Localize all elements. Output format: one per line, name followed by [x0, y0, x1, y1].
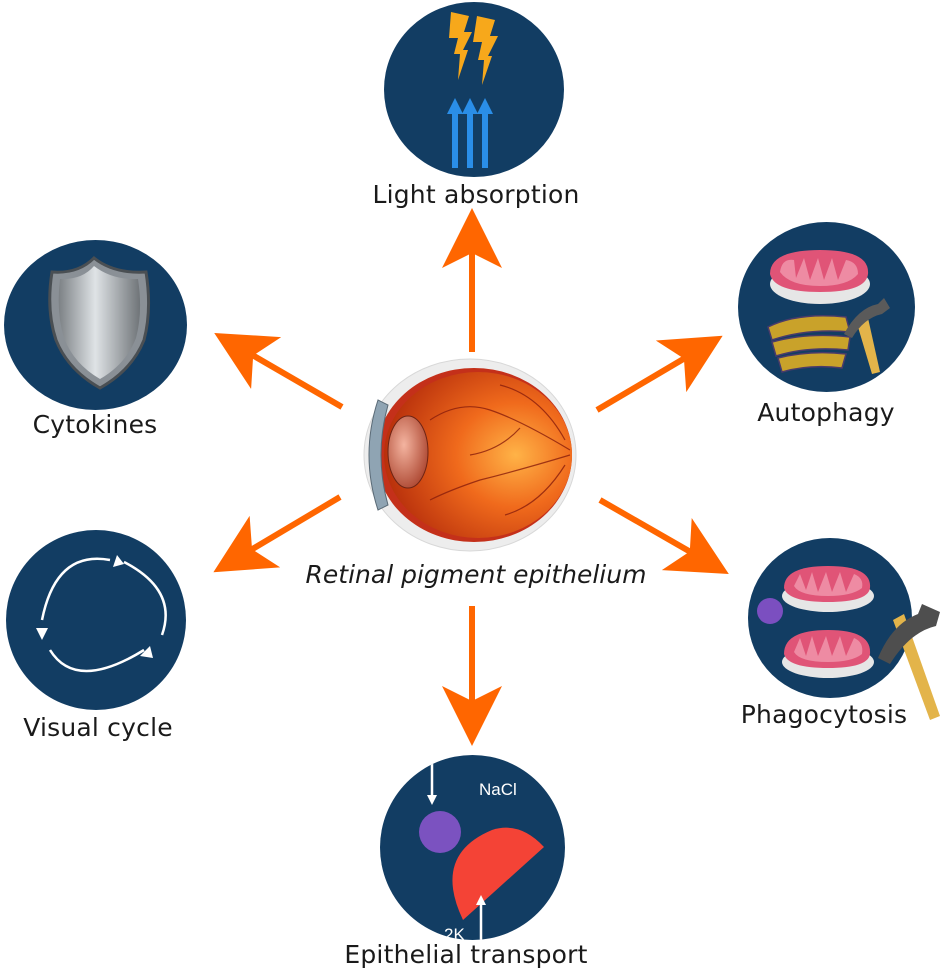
- light-absorption-label: Light absorption: [372, 180, 580, 209]
- visual-cycle-label: Visual cycle: [23, 713, 173, 742]
- arrow-to-autophagy: [595, 335, 723, 413]
- 2k-label: 2K: [444, 925, 465, 940]
- autophagy-label: Autophagy: [757, 398, 895, 427]
- visual-cycle-circle: [6, 530, 186, 710]
- arrow-to-visual-cycle: [213, 494, 342, 573]
- epithelial-transport-label: Epithelial transport: [344, 940, 588, 969]
- cytokines-label: Cytokines: [32, 410, 158, 439]
- mitochondria-golgi-hammer-icon: [767, 250, 890, 374]
- nacl-label: NaCl: [479, 780, 517, 799]
- phagocytosis-circle: [748, 538, 912, 698]
- mitochondria-hammer-icon: [757, 566, 874, 678]
- shield-icon: [48, 255, 151, 390]
- epithelial-transport-circle: NaCl 2K: [380, 755, 565, 940]
- phagocytosis-label: Phagocytosis: [740, 700, 908, 729]
- ion-pump-icon: NaCl 2K: [419, 763, 544, 940]
- light-absorption-circle: [384, 2, 564, 177]
- arrow-to-phagocytosis: [598, 497, 729, 574]
- lightning-arrows-icon: [447, 12, 498, 168]
- center-caption: Retinal pigment epithelium: [305, 560, 647, 589]
- cytokines-circle: [4, 240, 187, 410]
- autophagy-circle: [738, 222, 915, 392]
- cycle-arrows-icon: [36, 555, 167, 673]
- arrow-to-cytokines: [214, 332, 344, 410]
